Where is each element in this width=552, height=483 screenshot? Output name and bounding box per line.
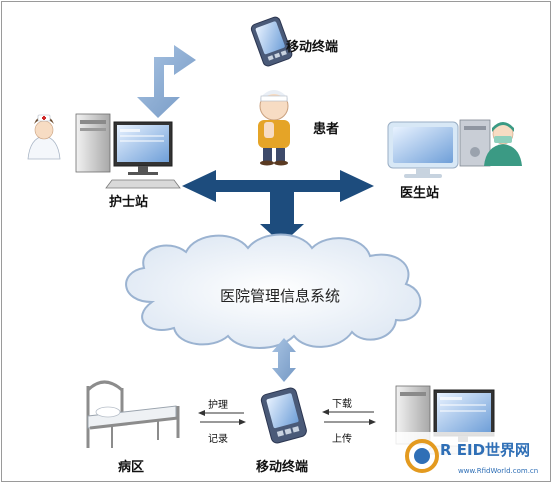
upload-arrow-icon [324, 419, 376, 425]
care-arrow-icon [198, 410, 244, 416]
mobile-terminal-bottom-label: 移动终端 [256, 460, 309, 475]
watermark-logo-text: R EID世界网 [440, 441, 531, 459]
mobile-terminal-top-label: 移动终端 [286, 40, 339, 55]
doctor-station-computer-icon [387, 119, 491, 178]
patient-icon [258, 90, 290, 166]
rfidworld-logo-icon [394, 432, 550, 480]
nurse-station-label: 护士站 [109, 195, 149, 210]
nurse-station-computer-icon [75, 113, 181, 189]
record-label: 记录 [208, 434, 228, 445]
mobile-terminal-top-icon [250, 16, 293, 67]
download-label: 下载 [332, 399, 352, 410]
bent-arrow-icon [137, 45, 196, 118]
doctor-icon [484, 122, 522, 166]
watermark-url: www.RfidWorld.com.cn [458, 467, 539, 475]
download-arrow-icon [322, 409, 374, 415]
ward-label: 病区 [118, 460, 145, 475]
care-label: 护理 [208, 400, 228, 411]
hospital-bed-icon [86, 380, 180, 448]
record-arrow-icon [200, 419, 246, 425]
central-distribution-arrow-icon [182, 170, 374, 244]
his-system-label: 医院管理信息系统 [220, 287, 341, 305]
mobile-terminal-bottom-icon [260, 387, 307, 444]
doctor-station-label: 医生站 [400, 186, 440, 201]
his-cloud-icon [125, 233, 422, 349]
nurse-icon [27, 114, 61, 160]
upper-station-label: 上站 [440, 458, 467, 473]
patient-label: 患者 [313, 122, 340, 137]
upload-label: 上传 [332, 434, 352, 445]
double-vertical-arrow-icon [272, 338, 296, 382]
